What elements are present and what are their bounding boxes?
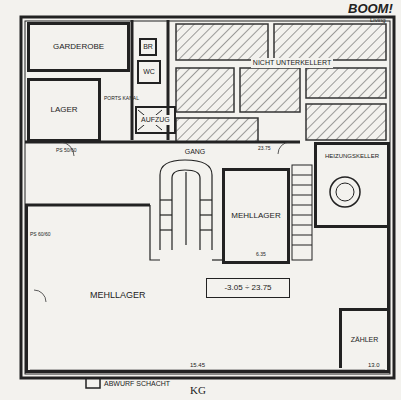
room-label: GANG [185, 148, 206, 156]
room-label: WC [143, 68, 155, 76]
room-label: GARDEROBE [53, 43, 104, 52]
room: ZÄHLER [339, 308, 387, 368]
room: WC [137, 60, 161, 84]
plan-label: 23.75 [258, 146, 271, 152]
plan-label: 13.0 [366, 362, 382, 369]
room-label: LAGER [50, 106, 77, 115]
room: AUFZUG [135, 106, 176, 134]
plan-label: PS 50/60 [56, 148, 77, 154]
plan-label: KG [190, 384, 206, 396]
room: LAGER [27, 78, 101, 142]
plan-label: PORTS KANAL [104, 96, 139, 102]
room-label: ZÄHLER [351, 336, 379, 344]
room: HEIZUNGSKELLER [314, 142, 390, 228]
room: BR [139, 38, 157, 56]
plan-label: 6.35 [256, 252, 266, 258]
room-label: BR [143, 43, 153, 51]
room-label: AUFZUG [139, 115, 172, 125]
room: -3.05 ÷ 23.75 [206, 278, 290, 298]
plan-label: 15.45 [188, 362, 207, 369]
room-label: MEHLLAGER [90, 291, 146, 301]
room-label: HEIZUNGSKELLER [325, 153, 379, 160]
room: GARDEROBE [27, 22, 130, 72]
room-label: -3.05 ÷ 23.75 [224, 284, 271, 293]
room: MEHLLAGER -3.05 ÷ 23.75ZÄHLER [25, 205, 390, 373]
room-label: NICHT UNTERKELLERT [251, 58, 333, 68]
room: GANG [175, 146, 215, 158]
watermark: Living [370, 17, 386, 24]
plan-label: ABWURF SCHACHT [104, 380, 170, 388]
plan-label: PS 60/60 [30, 232, 51, 238]
watermark: BOOM! [348, 2, 393, 16]
room-label: MEHLLAGER [231, 212, 280, 221]
room: MEHLLAGER [222, 168, 290, 264]
room: NICHT UNTERKELLERT [172, 20, 392, 140]
